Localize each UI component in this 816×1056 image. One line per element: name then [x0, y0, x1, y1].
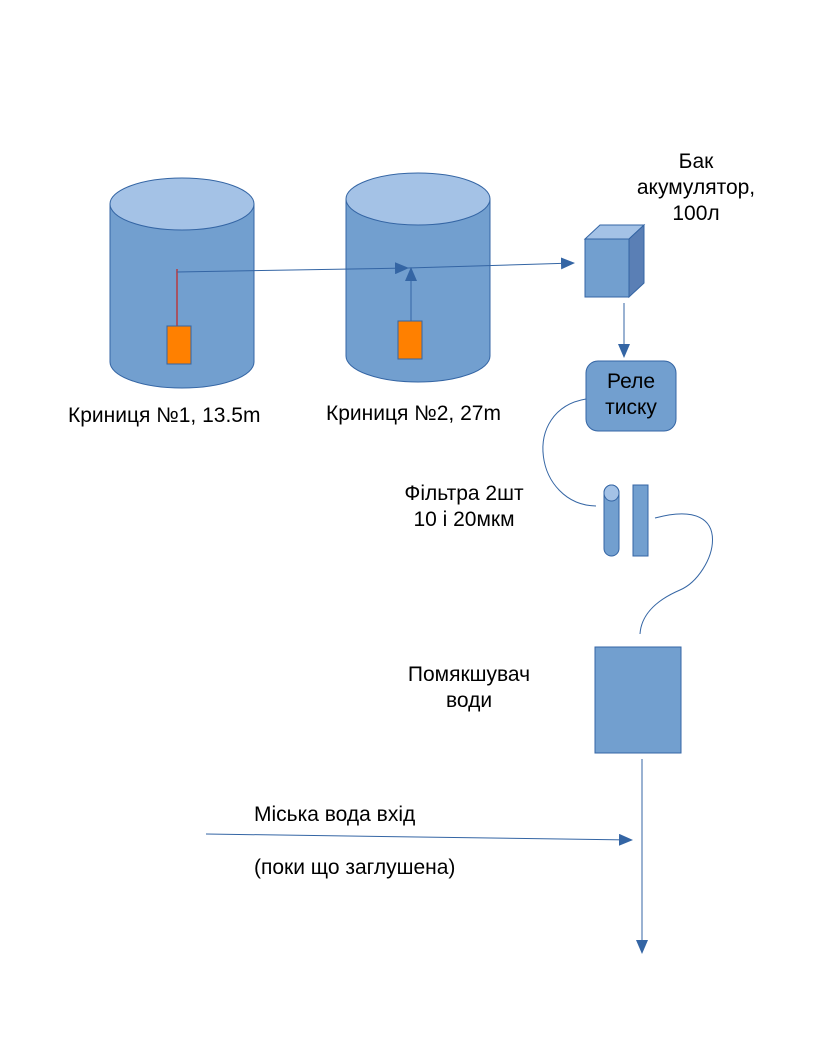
water-softener-box — [594, 646, 682, 754]
relay-label-line-1: Реле — [607, 370, 655, 393]
softener-label-line-1: Помякшувач — [407, 663, 531, 686]
filter-1 — [603, 484, 620, 557]
softener-label-line-2: води — [445, 689, 493, 712]
pipe-filter-to-softener — [639, 513, 713, 635]
well-2-pump — [397, 320, 423, 360]
filters-label-line-1: Фільтра 2шт — [404, 482, 524, 505]
tank-label-line-2: акумулятор, — [636, 176, 756, 199]
well-2-cylinder — [345, 172, 491, 383]
pipe-well1-to-well2 — [176, 262, 409, 275]
well-1-cylinder — [109, 177, 255, 389]
well-2-label: Криниця №2, 27m — [326, 402, 501, 425]
softener-label: Помякшувач води — [384, 662, 554, 714]
filters-label-line-2: 10 і 20мкм — [413, 508, 515, 531]
accumulator-tank-cube — [583, 223, 646, 299]
filter-2 — [632, 484, 649, 557]
pressure-relay-box — [585, 360, 677, 432]
tank-label: Бак акумулятор, 100л — [616, 149, 776, 227]
pipe-to-tank — [407, 257, 575, 270]
well-1-pump — [166, 325, 192, 365]
pipe-city-water-input — [205, 833, 633, 846]
well-1-label: Криниця №1, 13.5m — [68, 404, 261, 427]
tank-label-line-1: Бак — [678, 150, 714, 173]
tank-label-line-3: 100л — [672, 202, 720, 225]
relay-label: Реле тиску — [586, 369, 676, 421]
pipe-relay-to-filter — [542, 398, 597, 507]
city-water-label: Міська вода вхід — [254, 803, 416, 826]
filters-label: Фільтра 2шт 10 і 20мкм — [384, 481, 544, 533]
relay-label-line-2: тиску — [605, 396, 657, 419]
city-water-note: (поки що заглушена) — [254, 856, 456, 879]
